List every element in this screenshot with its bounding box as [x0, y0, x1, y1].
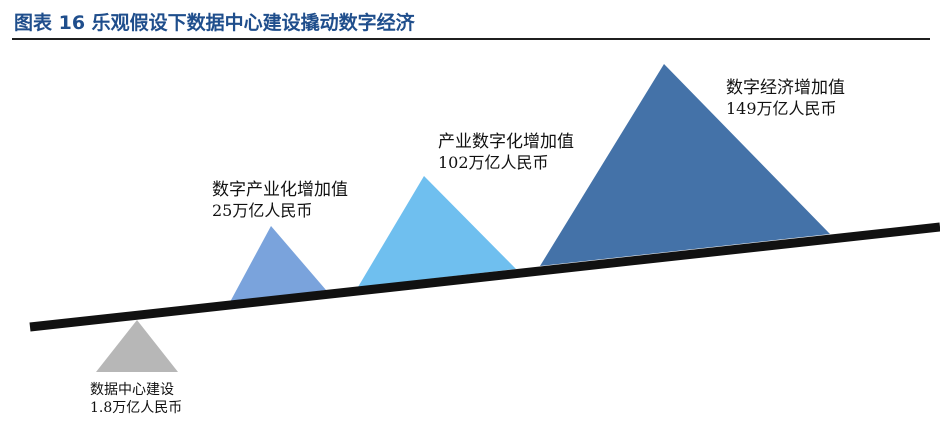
triangle-industrial-digitalization	[358, 176, 516, 287]
label-industrial-digitalization: 产业数字化增加值 102万亿人民币	[438, 132, 574, 173]
label-digital-economy-value: 149万亿人民币	[726, 99, 837, 119]
label-digital-industrialization: 数字产业化增加值 25万亿人民币	[212, 180, 348, 221]
label-digital-economy: 数字经济增加值 149万亿人民币	[726, 78, 845, 119]
label-digital-economy-name: 数字经济增加值	[726, 78, 845, 98]
label-industrial-digitalization-name: 产业数字化增加值	[438, 132, 574, 152]
label-fulcrum-value: 1.8万亿人民币	[90, 399, 183, 416]
label-fulcrum: 数据中心建设 1.8万亿人民币	[90, 382, 182, 417]
label-digital-industrialization-name: 数字产业化增加值	[212, 180, 348, 200]
label-digital-industrialization-value: 25万亿人民币	[212, 201, 313, 221]
label-industrial-digitalization-value: 102万亿人民币	[438, 153, 549, 173]
title-underline	[12, 38, 930, 40]
label-fulcrum-name: 数据中心建设	[90, 382, 174, 398]
triangle-digital-industrialization	[230, 226, 326, 302]
figure-title: 图表 16 乐观假设下数据中心建设撬动数字经济	[14, 12, 415, 34]
fulcrum-triangle	[96, 320, 178, 372]
lever-beam	[29, 222, 940, 332]
triangle-digital-economy	[540, 64, 830, 266]
